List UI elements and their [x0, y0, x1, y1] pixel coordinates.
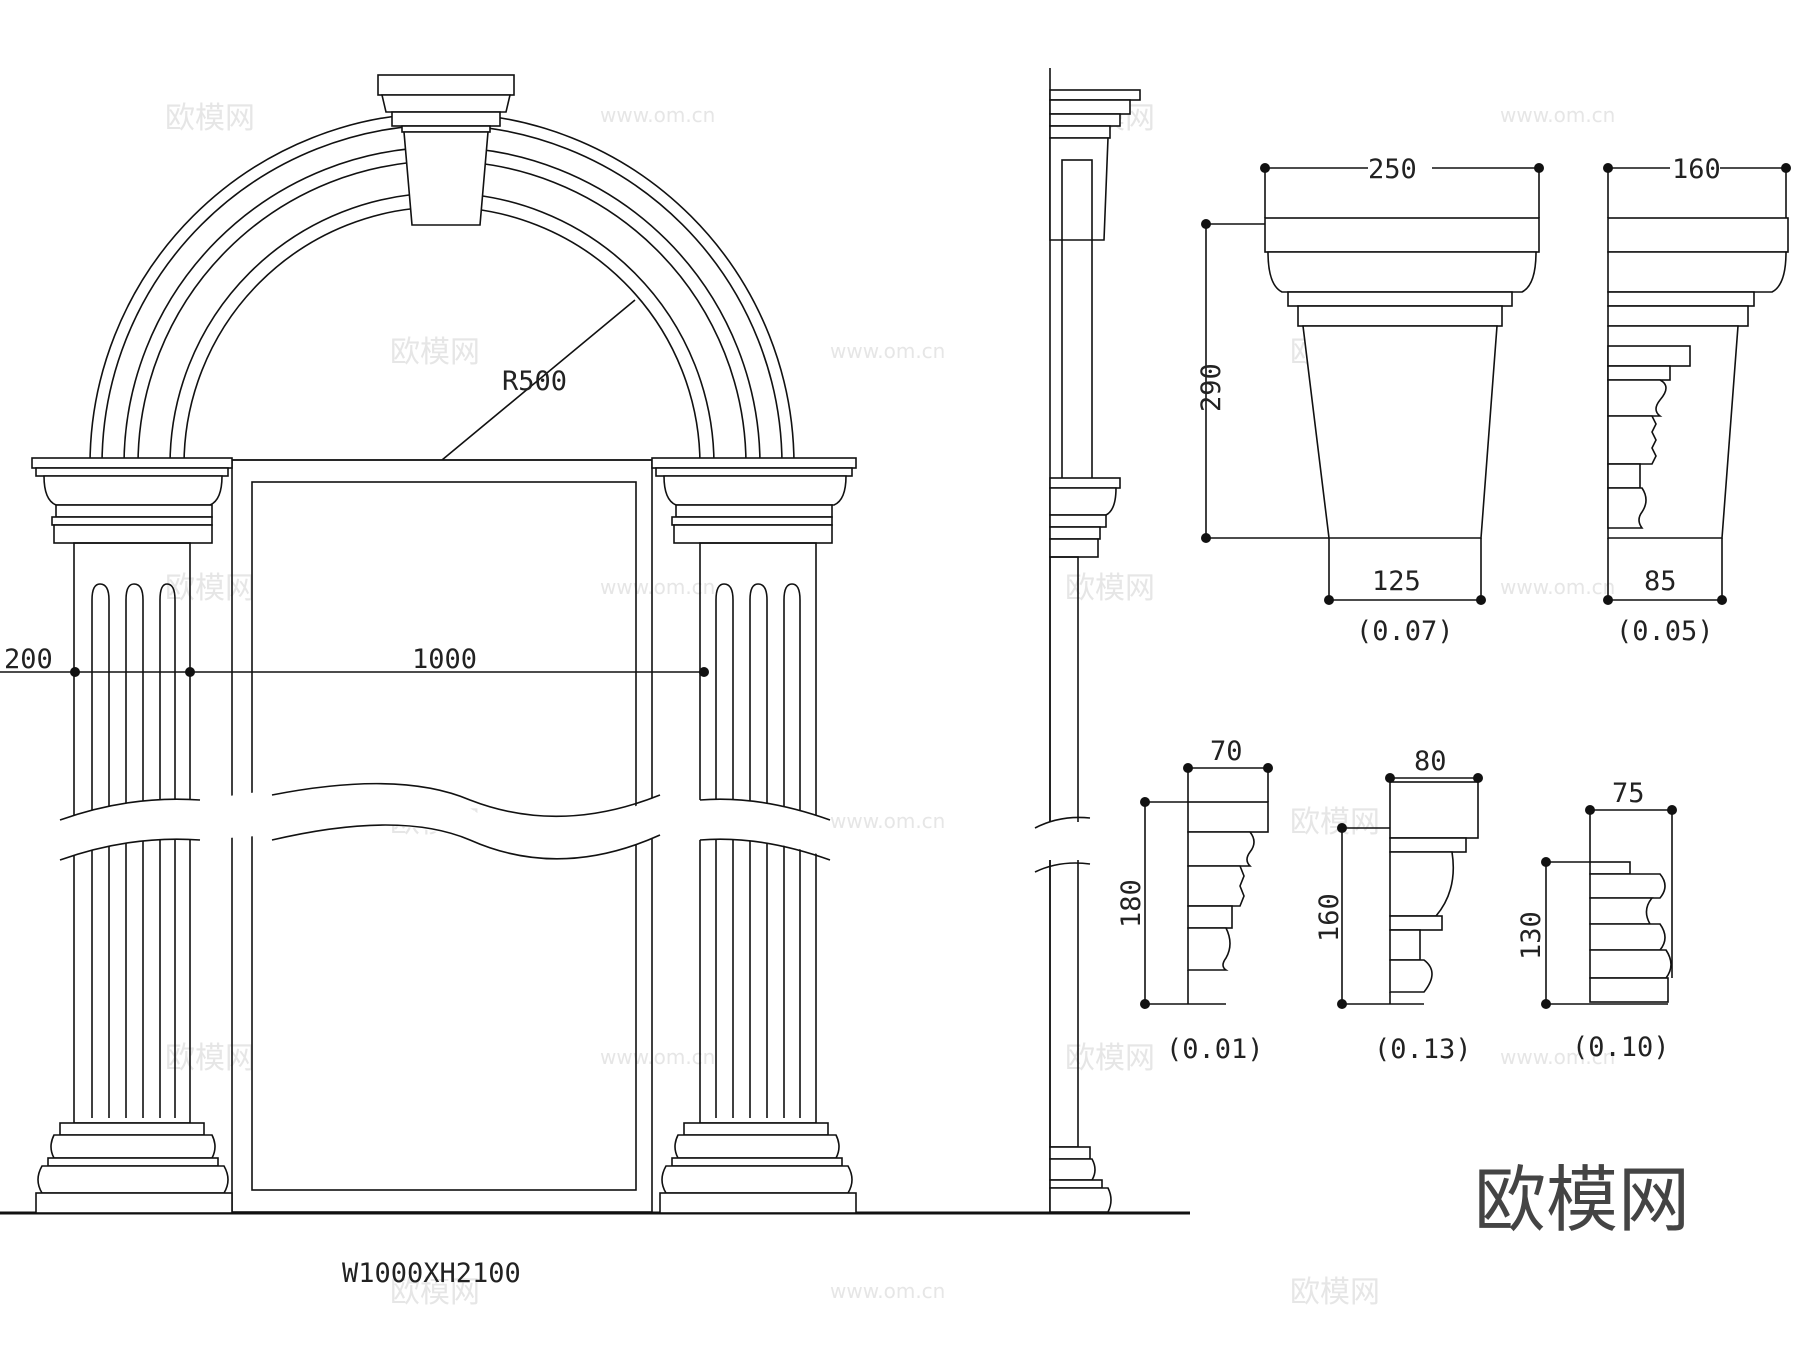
watermark-brand: 欧模网: [390, 1275, 480, 1310]
side-section: [1030, 68, 1141, 1213]
keystone-front-height: 290: [1196, 363, 1227, 412]
watermark-url: www.om.cn: [1500, 103, 1615, 127]
moulding-c-volume: (0.10): [1572, 1032, 1670, 1063]
watermark-layer: 欧模网 www.om.cn 欧模网 www.om.cn 欧模网 www.om.c…: [165, 101, 1615, 1310]
brand-logo-text: 欧模网: [1474, 1158, 1690, 1242]
watermark-brand: 欧模网: [1290, 1275, 1380, 1310]
watermark-brand: 欧模网: [390, 335, 480, 370]
moulding-a-volume: (0.01): [1166, 1034, 1264, 1065]
moulding-a-height: 180: [1116, 879, 1147, 928]
watermark-brand: 欧模网: [165, 1041, 255, 1076]
moulding-c-width: 75: [1612, 778, 1645, 809]
watermark-url: www.om.cn: [830, 339, 945, 363]
watermark-url: www.om.cn: [830, 1279, 945, 1303]
watermark-brand: 欧模网: [1290, 805, 1380, 840]
keystone-front-detail: 250 290 125 (0.07): [1196, 150, 1544, 647]
watermark-brand: 欧模网: [1065, 1041, 1155, 1076]
moulding-c-height: 130: [1516, 911, 1547, 960]
opening-width-label: 1000: [412, 644, 477, 675]
keystone-side-volume: (0.05): [1616, 616, 1714, 647]
watermark-url: www.om.cn: [1500, 575, 1615, 599]
arch-door-elevation: R500: [0, 74, 1190, 1289]
keystone: [377, 74, 515, 226]
watermark-url: www.om.cn: [600, 1045, 715, 1069]
break-lines: [59, 782, 831, 862]
watermark-url: www.om.cn: [1500, 1045, 1615, 1069]
keystone-side-detail: 160 85 (0.05): [1603, 150, 1791, 647]
right-column: [651, 457, 857, 1214]
moulding-a-detail: 70 180 (0.01): [1116, 736, 1273, 1065]
left-column: [31, 457, 233, 1214]
keystone-side-bottom-width: 85: [1644, 566, 1677, 597]
moulding-a-width: 70: [1210, 736, 1243, 767]
column-width-label: 200: [4, 644, 53, 675]
moulding-b-width: 80: [1414, 746, 1447, 777]
radius-leader: [441, 299, 636, 461]
keystone-side-top-width: 160: [1672, 154, 1721, 185]
keystone-front-top-width: 250: [1368, 154, 1417, 185]
moulding-c-detail: 75 130 (0.10): [1516, 778, 1677, 1063]
keystone-front-volume: (0.07): [1356, 616, 1454, 647]
size-caption: W1000XH2100: [342, 1258, 521, 1289]
watermark-url: www.om.cn: [600, 575, 715, 599]
watermark-brand: 欧模网: [165, 571, 255, 606]
arch-radius-label: R500: [502, 366, 567, 397]
watermark-brand: 欧模网: [165, 101, 255, 136]
watermark-url: www.om.cn: [600, 103, 715, 127]
moulding-b-volume: (0.13): [1374, 1034, 1472, 1065]
width-dimension: 200 1000: [0, 644, 709, 677]
moulding-b-detail: 80 160 (0.13): [1314, 746, 1483, 1065]
watermark-brand: 欧模网: [1065, 571, 1155, 606]
watermark-url: www.om.cn: [830, 809, 945, 833]
arch-band: [169, 192, 715, 466]
keystone-front-bottom-width: 125: [1372, 566, 1421, 597]
moulding-b-height: 160: [1314, 893, 1345, 942]
